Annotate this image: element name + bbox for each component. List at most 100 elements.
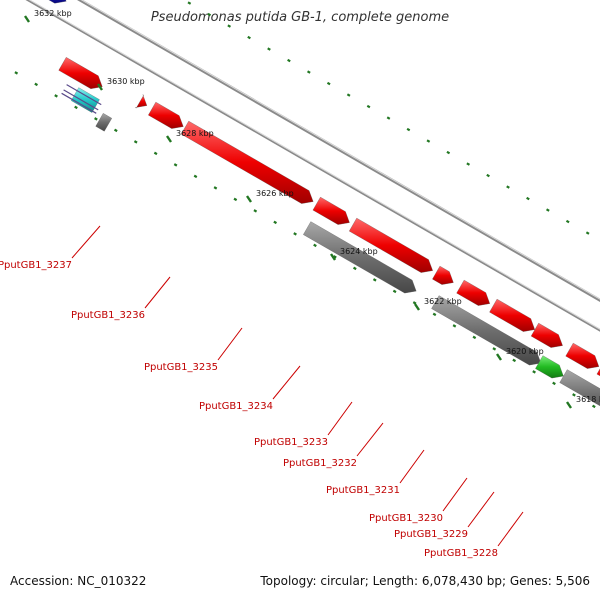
ring-dot [213,186,218,190]
gene-label: PputGB1_3233 [254,437,328,448]
gene-label: PputGB1_3234 [199,401,273,412]
genome-backbone [25,0,600,332]
gene-3228 [596,368,600,377]
ring-dot [466,162,471,166]
label-leader [217,327,243,361]
gene-3235 [312,196,350,225]
gene-3234 [303,221,417,294]
ring-dot [552,381,556,386]
gene-label: PputGB1_3237 [0,260,72,271]
scale-tick [496,353,502,361]
ring-dot [526,196,530,201]
gene-labels: PputGB1_3237PputGB1_3236PputGB1_3235Pput… [0,225,524,559]
ring-dot [366,104,371,109]
scale-label: 3632 kbp [34,9,72,18]
accession-text: Accession: NC_010322 [10,574,147,588]
ring-dot [293,232,297,236]
ring-dot [287,58,291,63]
gene-label: PputGB1_3236 [71,310,145,321]
gene-3236 [180,120,314,204]
ring-dot [313,243,317,248]
gene-3237-region [58,57,103,89]
backbone-highlight [28,0,600,330]
ring-dot [326,81,331,86]
ring-dot [333,255,337,259]
ring-dot [412,301,417,305]
ring-dot [545,208,550,212]
scale-label: 3620 kbp [506,347,544,356]
ring-dot [352,266,357,271]
ring-dot [14,71,19,75]
ring-dot [113,128,118,133]
ring-dot [267,47,271,51]
label-leader [327,401,353,436]
ring-dot [74,105,78,110]
label-leader [399,449,425,484]
ring-dot [585,231,590,235]
gene-cyan-small [70,87,100,113]
ring-dot [492,347,497,351]
ring-dot [406,127,411,132]
gene-3229 [565,342,600,369]
scale-tick [566,401,572,409]
ring-dot [34,82,39,87]
gene-3231 [489,298,536,332]
gene-green [535,355,564,379]
ring-dot [426,139,431,143]
map-title: Pseudomonas putida GB-1, complete genome [150,10,450,25]
ring-dot [386,116,391,120]
scale-tick [97,83,103,91]
scale-label: 3622 kbp [424,297,462,306]
label-leader [144,276,171,309]
gene-label: PputGB1_3228 [424,548,498,559]
gene-gray-small [95,113,113,132]
label-leader [467,491,495,528]
gene-red-c [348,217,433,273]
ring-dot [452,324,457,328]
ring-dot [486,173,490,178]
coordinate-dots [14,1,596,409]
backbone-highlight [80,0,600,300]
ring-dot [187,1,192,5]
gene-label: PputGB1_3229 [394,529,468,540]
gene-gray-c [559,369,600,407]
ring-dot [173,163,178,167]
scale-tick [330,253,336,261]
gene-features [48,0,600,407]
ring-dot [392,289,397,294]
label-leader [497,511,524,547]
label-leader [356,422,384,457]
ring-dot [572,393,576,397]
gene-stripe [61,92,97,114]
scale-label: 3624 kbp [340,247,378,256]
gene-3233 [432,265,454,285]
gene-red-tiny [134,94,148,109]
ring-dot [94,117,98,121]
ring-dot [54,94,58,98]
ring-dot [153,151,158,156]
gene-gray-b [431,295,542,366]
ring-dot [306,70,311,74]
label-leader [442,477,468,512]
ring-dot [346,93,351,97]
scale-label: 3628 kbp [176,129,214,138]
gene-3232 [456,279,491,306]
scale-label: 3626 kbp [256,189,294,198]
gene-stripe [66,84,102,106]
scale-tick [414,303,420,311]
ring-dot [227,24,232,28]
ring-dot [273,220,278,225]
gene-stripe [63,89,99,111]
ring-dot [565,219,570,224]
gene-3230 [530,322,563,348]
gene-label: PputGB1_3230 [369,513,443,524]
topology-summary: Topology: circular; Length: 6,078,430 bp… [260,574,590,588]
ring-dot [506,185,510,189]
ring-dot [253,209,258,213]
scale-tick [24,15,30,23]
ring-dot [512,358,517,363]
backbone-line [25,0,600,332]
ring-dot [247,35,251,40]
gene-label: PputGB1_3235 [144,362,218,373]
